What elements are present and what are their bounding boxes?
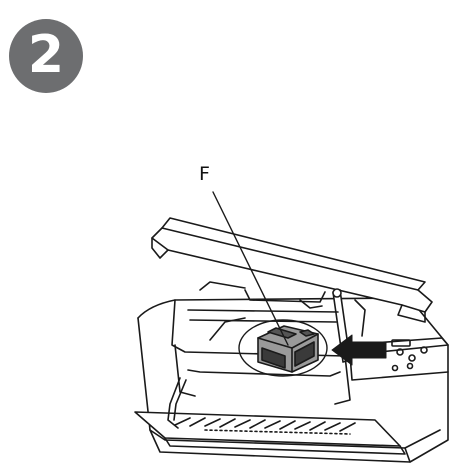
paper-output-tray	[134, 377, 406, 455]
step-number-badge: 2	[9, 19, 83, 93]
highlight-ellipse	[238, 319, 328, 377]
callout-leader-line	[212, 191, 289, 346]
step-number: 2	[27, 25, 65, 85]
callout-label-f: F	[199, 163, 210, 185]
print-head-holder	[257, 325, 319, 373]
push-direction-arrow-icon	[331, 334, 387, 366]
